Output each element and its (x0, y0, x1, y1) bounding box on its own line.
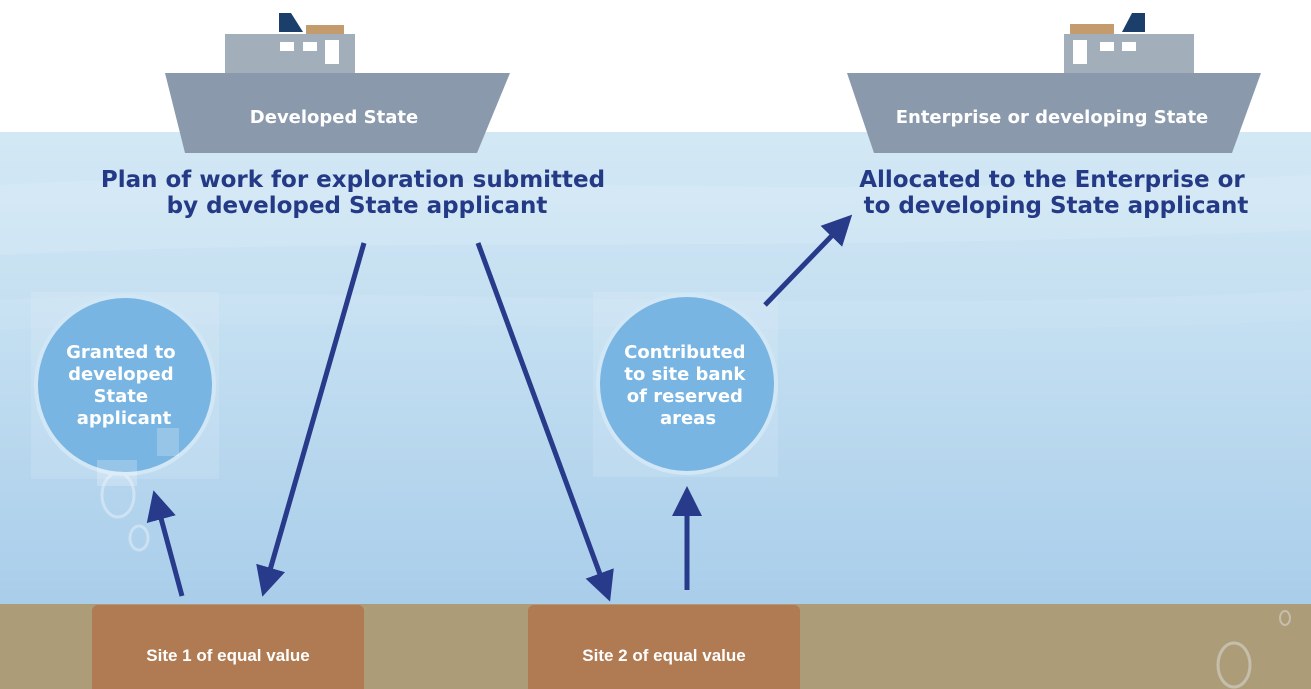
ship-window (1100, 42, 1114, 51)
ship-door (325, 40, 339, 64)
circle-label-line: Granted to (66, 342, 176, 363)
circle-label-line: Contributed (624, 342, 745, 363)
bubble (1216, 641, 1252, 689)
ship-mast (279, 13, 303, 32)
ship-door (1073, 40, 1087, 64)
arrow-site-1-to-granted (146, 490, 185, 597)
circle-shape (596, 293, 778, 475)
circle-shape (34, 294, 216, 476)
water-wave-band (0, 175, 1311, 255)
arrow-contributed-to-allocated (763, 214, 853, 307)
ship-hull (847, 73, 1261, 153)
arrow-plan-to-site-2 (475, 242, 614, 602)
circle-label-line: applicant (77, 408, 172, 429)
circle-label: Granted to developed State applicant (66, 342, 182, 429)
site-label: Site 2 of equal value (582, 646, 745, 665)
heading-line: to developing State applicant (864, 193, 1249, 219)
heading-allocated: Allocated to the Enterprise or to develo… (859, 167, 1253, 219)
circle-contributed: Contributed to site bank of reserved are… (593, 292, 778, 477)
circle-granted: Granted to developed State applicant (31, 292, 219, 486)
circle-label-line: to site bank (624, 364, 746, 385)
arrow-plan-to-site-1 (256, 242, 367, 597)
circle-label-line: State (94, 386, 149, 407)
circle-label-line: developed (68, 364, 174, 385)
site-2: Site 2 of equal value (528, 605, 800, 689)
circle-label-line: areas (660, 408, 716, 429)
site-block (528, 605, 800, 689)
ship-hull (165, 73, 510, 153)
site-label: Site 1 of equal value (146, 646, 309, 665)
bubble (128, 524, 150, 552)
ship-developed-state: Developed State (165, 13, 510, 153)
heading-plan-of-work: Plan of work for exploration submitted b… (101, 167, 613, 219)
ship-enterprise-developing-state: Enterprise or developing State (847, 13, 1261, 153)
ship-label: Enterprise or developing State (896, 107, 1209, 128)
heading-line: by developed State applicant (167, 193, 548, 219)
ship-mast (1122, 13, 1145, 32)
circle-label: Contributed to site bank of reserved are… (624, 342, 752, 429)
ship-window (280, 42, 294, 51)
ship-cargo (306, 25, 344, 35)
bubble (1279, 610, 1291, 626)
circle-label-line: of reserved (627, 386, 743, 407)
glass-reflection (97, 460, 137, 486)
ship-window (1122, 42, 1136, 51)
glass-reflection (157, 428, 179, 456)
ship-window (303, 42, 317, 51)
heading-line: Allocated to the Enterprise or (859, 167, 1245, 193)
ship-cargo (1070, 24, 1114, 34)
site-1: Site 1 of equal value (92, 605, 364, 689)
site-block (92, 605, 364, 689)
heading-line: Plan of work for exploration submitted (101, 167, 605, 193)
ship-label: Developed State (250, 107, 418, 128)
